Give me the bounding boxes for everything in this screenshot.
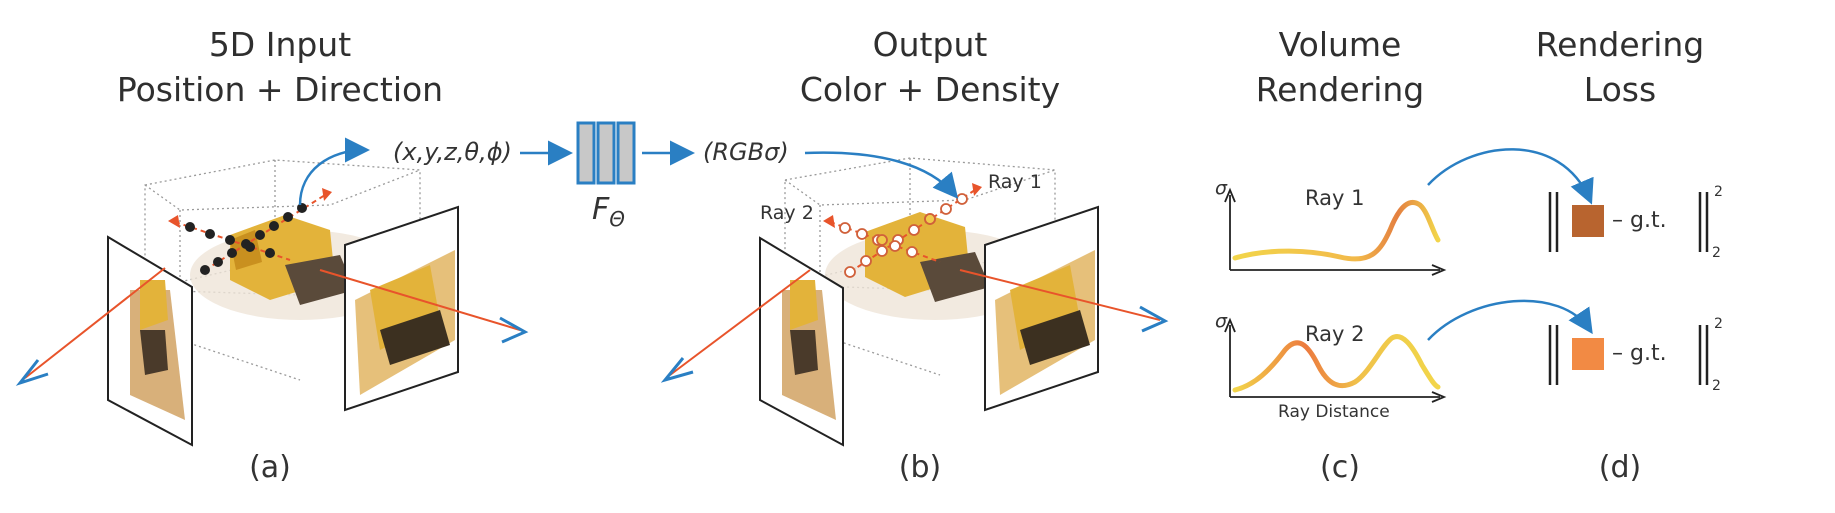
ray2-scene-label: Ray 2 [760, 202, 814, 224]
plot-ray1 [1224, 187, 1447, 276]
input-arrow [298, 137, 370, 206]
norm-subscript-1: 2 [1712, 245, 1721, 261]
plot2-ray-label: Ray 2 [1305, 322, 1365, 346]
panel-b-title-line2: Color + Density [799, 70, 1061, 109]
panel-b-title-line1: Output [872, 25, 988, 64]
sample-points [185, 203, 307, 275]
panel-a-title: 5D Input Position + Direction [90, 22, 470, 112]
network-layer-2 [596, 121, 616, 185]
network-function-label: FΘ [592, 192, 625, 231]
panel-a-title-line1: 5D Input [208, 25, 352, 64]
panel-d-title-line1: Rendering [1535, 25, 1705, 64]
plot-x-axis-label: Ray Distance [1278, 402, 1390, 422]
gt-label-1: – g.t. [1612, 208, 1667, 233]
sample-ray-2-head [168, 215, 180, 228]
plot2-density-curve [1232, 334, 1441, 393]
right-image-plane-b [984, 205, 1099, 412]
camera-ray-right [319, 269, 521, 331]
panel-a-scene [15, 137, 529, 447]
ray1-scene-label: Ray 1 [988, 171, 1042, 193]
camera-ray-left-b [669, 269, 811, 376]
panel-c-title-line2: Rendering [1255, 70, 1425, 109]
pixel-color-swatch-2 [1572, 338, 1604, 370]
norm-subscript-2: 2 [1712, 378, 1721, 394]
network-layer-3 [616, 121, 636, 185]
right-image-plane [344, 205, 459, 412]
panel-d-title-line2: Loss [1583, 70, 1657, 109]
network-input-label: (x,y,z,θ,ϕ) [393, 138, 512, 166]
network-output-label: (RGBσ) [703, 138, 789, 166]
plot2-x-axis-head [1431, 391, 1447, 403]
norm-exponent-2: 2 [1714, 316, 1723, 332]
camera-ray-right-head [499, 316, 529, 344]
norm-exponent-1: 2 [1714, 184, 1723, 200]
network-function-symbol: F [592, 192, 610, 227]
network-function-subscript: Θ [609, 207, 626, 231]
sample-points-b-colored [876, 213, 936, 246]
network-block [520, 121, 695, 185]
gt-label-2: – g.t. [1612, 341, 1667, 366]
pixel-color-swatch-1 [1572, 205, 1604, 237]
loss-2 [1548, 325, 1709, 385]
panel-c-caption: (c) [1320, 450, 1360, 485]
panel-d-caption: (d) [1598, 450, 1642, 485]
left-image-plane [107, 235, 193, 447]
plot2-y-symbol: σ [1215, 310, 1228, 332]
panel-c-title-line1: Volume [1278, 25, 1402, 64]
camera-ray-right-head-b [1139, 305, 1169, 333]
plot1-density-curve [1232, 199, 1441, 262]
panel-b-title: Output Color + Density [730, 22, 1130, 112]
ray1-head [972, 183, 982, 196]
panel-a-title-line2: Position + Direction [116, 70, 444, 109]
panel-d-title: Rendering Loss [1500, 22, 1740, 112]
plot1-y-axis-head [1224, 187, 1236, 203]
panel-a-caption: (a) [249, 450, 291, 485]
loss-arrow-2 [1427, 299, 1593, 341]
camera-ray-left-head [15, 359, 49, 386]
left-image-plane-b [759, 236, 844, 447]
plot1-y-symbol: σ [1215, 177, 1228, 199]
loss-arrow-1 [1427, 148, 1594, 205]
sample-ray-1-head [322, 188, 332, 201]
panel-c-title: Volume Rendering [1220, 22, 1460, 112]
panel-b-scene [660, 151, 1169, 447]
camera-ray-left-head-b [660, 357, 694, 383]
ray2-head [823, 215, 835, 228]
camera-ray-left [24, 267, 166, 379]
plot-ray2 [1224, 317, 1447, 403]
plot1-ray-label: Ray 1 [1305, 186, 1365, 210]
output-arrow [804, 151, 959, 199]
network-layer-1 [576, 121, 596, 185]
panel-b-caption: (b) [898, 450, 942, 485]
loss-1 [1548, 192, 1709, 252]
camera-ray-right-b [959, 269, 1161, 321]
plot2-y-axis-head [1224, 317, 1236, 333]
plot1-x-axis-head [1431, 264, 1447, 276]
